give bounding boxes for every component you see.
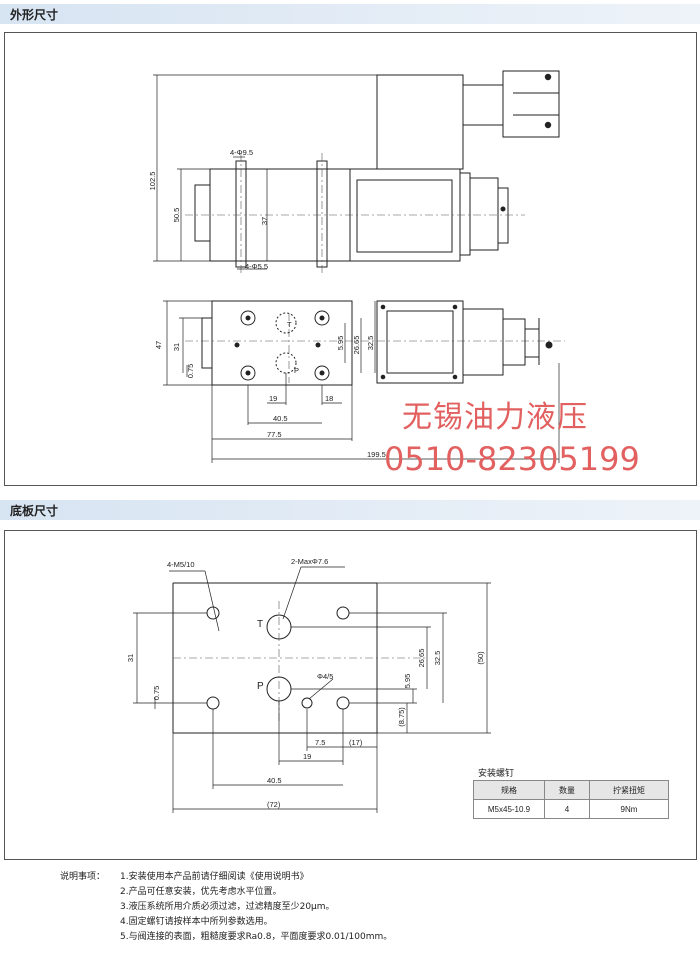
dim-hole-top: 4-Φ9.5 <box>230 148 253 157</box>
screw-hole <box>336 606 350 620</box>
pin-hole <box>301 697 313 709</box>
section-header-base: 底板尺寸 <box>0 500 700 520</box>
list-item: 4.固定螺钉请按样本中所列参数选用。 <box>120 917 273 927</box>
dim-hole-bottom: 4-Φ5.5 <box>245 262 268 271</box>
connector-plug <box>462 84 504 126</box>
bolt-table: 规格 数量 拧紧扭矩 M5x45-10.9 4 9Nm <box>473 780 669 819</box>
dim-72-base: (72) <box>267 800 281 809</box>
notes-label: 说明事项： <box>60 872 106 882</box>
bolt-table-title: 安装螺钉 <box>478 769 515 779</box>
dim-40-5-base: 40.5 <box>267 776 282 785</box>
port-label-t-top: T <box>287 320 292 329</box>
dim-17-base: (17) <box>349 738 363 747</box>
dim-37: 37 <box>260 217 269 225</box>
dim-5-95-base: 5.95 <box>403 674 412 689</box>
dim-47: 47 <box>154 341 163 349</box>
dim-40-5-top: 40.5 <box>273 414 288 423</box>
bolt-table-header: 规格 <box>473 780 545 800</box>
port-label-p-top: P <box>294 366 299 375</box>
screw-hole <box>206 696 220 710</box>
dim-8-75-base: (8.75) <box>397 707 406 727</box>
dim-0-75-base: 0.75 <box>152 686 161 701</box>
screw-hole <box>336 696 350 710</box>
list-item: 1.安装使用本产品前请仔细阅读《使用说明书》 <box>120 872 309 882</box>
watermark-company: 无锡油力液压 <box>402 400 588 435</box>
screw-hole <box>206 606 220 620</box>
port-label-t: T <box>257 619 263 630</box>
bolt-table-cell: 9Nm <box>589 799 669 819</box>
dim-7-5-base: 7.5 <box>315 738 325 747</box>
solenoid-coil-top <box>376 74 464 170</box>
dim-26-65-top: 26.65 <box>352 336 361 355</box>
dim-102-5: 102.5 <box>148 172 157 191</box>
valve-body-top <box>211 300 353 386</box>
bolt-table-header: 拧紧扭矩 <box>589 780 669 800</box>
watermark-phone: 0510-82305199 <box>384 440 640 478</box>
base-plate-drawing: 4-M5/10 2-MaxΦ7.6 Φ4/5 T P 31 0.75 5.95 … <box>126 557 491 813</box>
dim-31-base: 31 <box>126 654 135 662</box>
table-row: M5x45-10.9 4 9Nm <box>473 799 669 819</box>
dim-5-95-top: 5.95 <box>336 336 345 351</box>
dim-32-5-base: 32.5 <box>433 651 442 666</box>
list-item: 5.与阀连接的表面，粗糙度要求Ra0.8，平面度要求0.01/100mm。 <box>120 932 393 942</box>
connector-head <box>502 70 560 138</box>
section-title-base: 底板尺寸 <box>10 504 59 518</box>
dim-32-5-top: 32.5 <box>366 336 375 351</box>
section-header-outline: 外形尺寸 <box>0 4 700 24</box>
list-item: 2.产品可任意安装，优先考虑水平位置。 <box>120 887 282 897</box>
outline-drawing: 102.5 50.5 37 4-Φ9.5 4-Φ5.5 T P <box>148 70 565 463</box>
dim-199-5-top: 199.5 <box>367 450 386 459</box>
solenoid-top-view <box>376 300 464 384</box>
dim-0-75-top: 0.75 <box>186 364 195 379</box>
bolt-table-cell: M5x45-10.9 <box>473 799 545 819</box>
bolt-table-cell: 4 <box>544 799 590 819</box>
list-item: 3.液压系统所用介质必须过滤，过滤精度至少20μm。 <box>120 902 335 912</box>
outline-drawing-frame: 102.5 50.5 37 4-Φ9.5 4-Φ5.5 T P <box>4 32 697 486</box>
dim-screw: 4-M5/10 <box>167 560 195 569</box>
dim-50-5: 50.5 <box>172 208 181 223</box>
dim-77-5-top: 77.5 <box>267 430 282 439</box>
dim-50-base: (50) <box>476 651 485 665</box>
section-title-outline: 外形尺寸 <box>10 8 59 22</box>
dim-pin: Φ4/5 <box>317 672 333 681</box>
dim-26-65-base: 26.65 <box>417 649 426 668</box>
bolt-table-header: 数量 <box>544 780 590 800</box>
dim-31-top: 31 <box>172 343 181 351</box>
port-label-p: P <box>257 681 264 692</box>
dim-18-top: 18 <box>325 394 333 403</box>
dim-19-base: 19 <box>303 752 311 761</box>
dim-19-top: 19 <box>269 394 277 403</box>
dim-port-max: 2-MaxΦ7.6 <box>291 557 328 566</box>
